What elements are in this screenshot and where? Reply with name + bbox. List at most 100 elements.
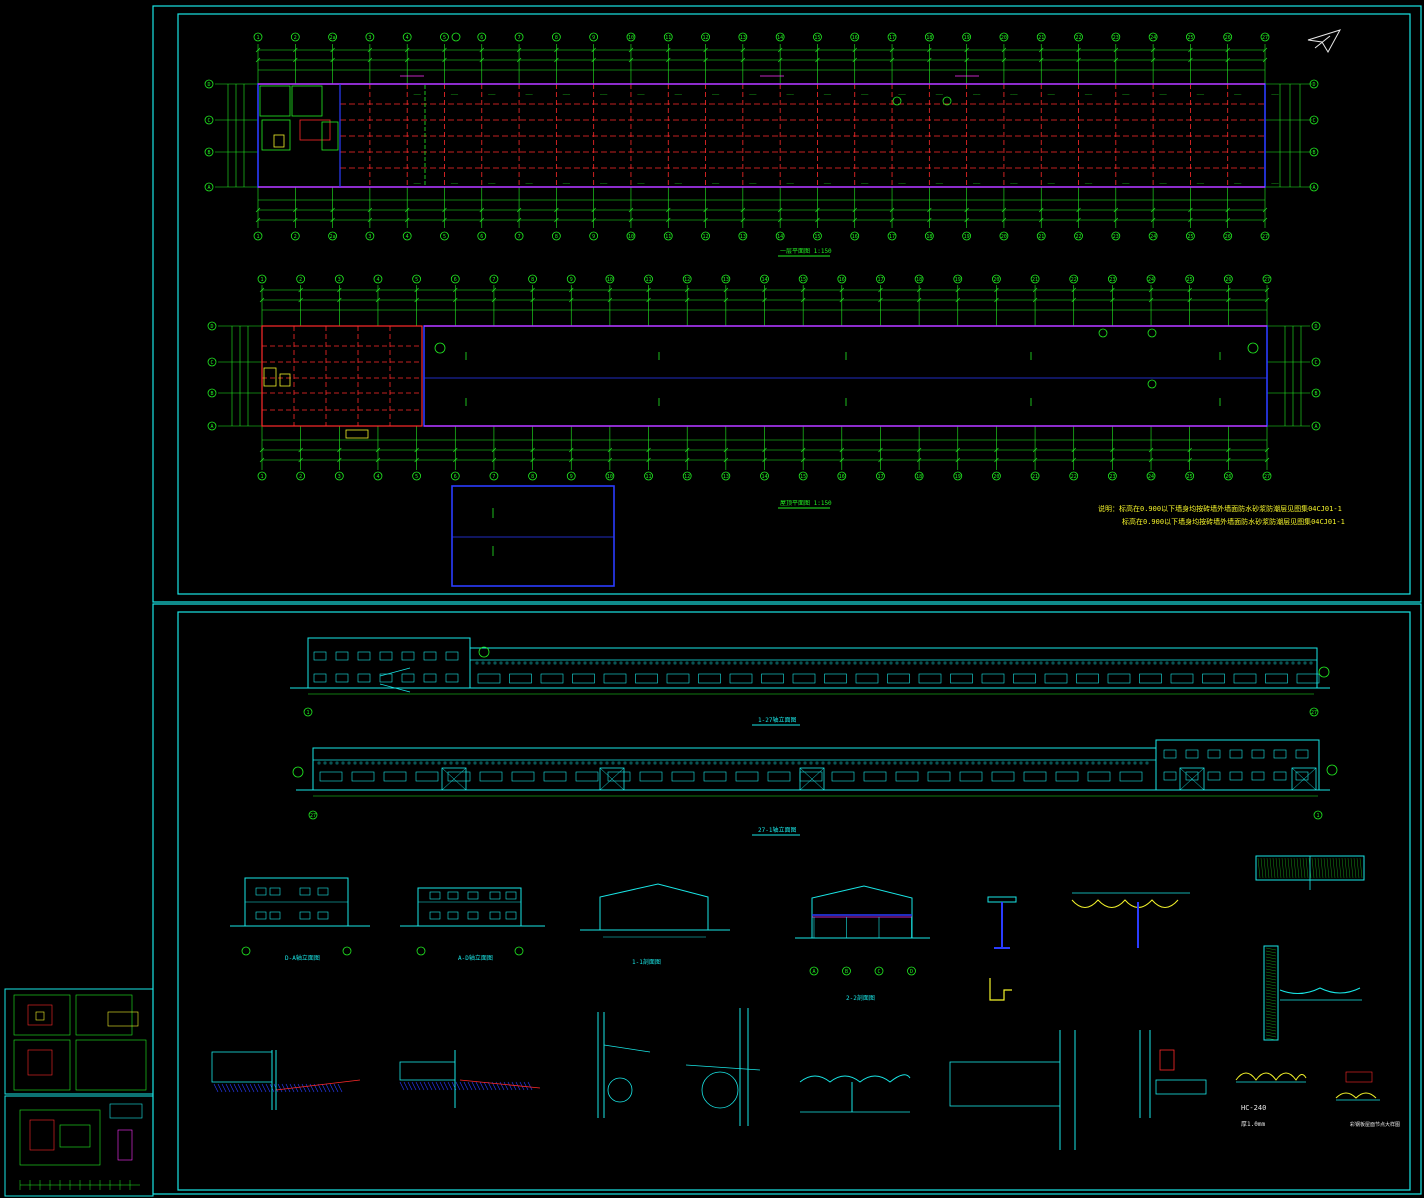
axis-bubble-bottom: 20 (993, 474, 999, 480)
panel-label: HC-240 (1241, 1104, 1266, 1112)
axis-bubble-top: 9 (592, 35, 595, 41)
axis-bubble-top: 16 (852, 35, 858, 41)
axis-bubble-bottom: 4 (376, 474, 379, 480)
window-tag-bottom: ——— (1048, 181, 1056, 186)
axis-bubble-bottom: 21 (1032, 474, 1038, 480)
axis-bubble-bottom: 24 (1148, 474, 1154, 480)
axis-bubble-top: 15 (814, 35, 820, 41)
detail-number: 6 (1014, 1131, 1018, 1138)
axis-bubble-bottom: 25 (1187, 234, 1193, 240)
detail-number: 7 (1163, 1131, 1167, 1138)
elev-27-1-title: 27-1轴立面图 (758, 826, 796, 834)
elev-axis-start: 1 (306, 710, 309, 716)
note-line-1: 说明：标高在0.900以下墙身均按砖墙外墙面防水砂浆防潮层见图集04CJ01-1 (1098, 504, 1342, 513)
section-22-title: 2-2剖面图 (846, 994, 875, 1002)
axis-bubble-top: 11 (665, 35, 671, 41)
window-tag-top: ——— (861, 92, 869, 97)
second-floor-title: 屋顶平面图 1:150 (780, 500, 832, 507)
axis-bubble-bottom: 17 (877, 474, 883, 480)
window-tag-bottom: ——— (563, 181, 571, 186)
axis-bubble-right: B (1312, 150, 1315, 156)
axis-bubble-bottom: 16 (839, 474, 845, 480)
axis-bubble-left: B (210, 391, 213, 397)
axis-bubble-bottom: 2 (294, 234, 297, 240)
window-tag-bottom: ——— (898, 181, 906, 186)
axis-bubble-top: 24 (1150, 35, 1156, 41)
axis-bubble-bottom: 16 (852, 234, 858, 240)
window-tag-bottom: ——— (488, 181, 496, 186)
roof-plan[interactable]: 1122334455667788991010111112121313141415… (207, 274, 1321, 587)
window-tag-bottom: ——— (1010, 181, 1018, 186)
axis-bubble-top: 5 (443, 35, 446, 41)
axis-bubble-top: 13 (740, 35, 746, 41)
axis-bubble-bottom: 27 (1264, 474, 1270, 480)
window-tag-bottom: ——— (749, 181, 757, 186)
section-da-title: D-A轴立面图 (285, 954, 320, 962)
window-tag-bottom: ——— (525, 181, 533, 186)
axis-bubble-left: D (210, 324, 213, 330)
axis-bubble-bottom: 21 (1038, 234, 1044, 240)
detail-number: 8 (1317, 909, 1321, 916)
window-tag-top: ——— (414, 92, 422, 97)
axis-bubble-top: 22 (1071, 277, 1077, 283)
axis-bubble-top: 5 (415, 277, 418, 283)
axis-bubble-top: 2 (294, 35, 297, 41)
axis-bubble-left: A (210, 424, 213, 430)
detail-number: 9 (1316, 1023, 1320, 1030)
section-ad-title: A-D轴立面图 (458, 954, 493, 962)
detail-number: 1 (252, 1131, 256, 1138)
axis-bubble-bottom: 8 (531, 474, 534, 480)
window-tag-top: ——— (749, 92, 757, 97)
axis-bubble-left: B (207, 150, 210, 156)
axis-bubble-top: 1 (260, 277, 263, 283)
axis-bubble-top: 3 (368, 35, 371, 41)
north-arrow-icon (1307, 29, 1342, 54)
axis-bubble-bottom: 1 (256, 234, 259, 240)
axis-bubble-top: 14 (761, 277, 767, 283)
axis-bubble-bottom: 11 (665, 234, 671, 240)
axis-bubble-top: 9 (570, 277, 573, 283)
window-tag-top: ——— (1159, 92, 1167, 97)
window-tag-top: ——— (1122, 92, 1130, 97)
axis-bubble-top: 13 (723, 277, 729, 283)
axis-bubble-bottom: 6 (480, 234, 483, 240)
axis-bubble-bottom: 27 (1262, 234, 1268, 240)
axis-bubble-bottom: 12 (703, 234, 709, 240)
window-tag-bottom: ——— (414, 181, 422, 186)
ground-floor-plan[interactable]: 11222a2a33445566778899101011111212131314… (204, 32, 1319, 241)
axis-bubble-top: 18 (916, 277, 922, 283)
window-tag-bottom: ——— (973, 181, 981, 186)
sheet-thumbnails[interactable] (13, 994, 147, 1190)
section-axis-bubble: C (877, 969, 880, 975)
axis-bubble-bottom: 10 (628, 234, 634, 240)
window-tag-bottom: ——— (824, 181, 832, 186)
window-tag-bottom: ——— (451, 181, 459, 186)
elev-1-27-title: 1-27轴立面图 (758, 716, 796, 724)
axis-bubble-bottom: 2a (330, 234, 336, 240)
window-tag-top: ——— (1048, 92, 1056, 97)
window-tag-bottom: ——— (1234, 181, 1242, 186)
axis-bubble-bottom: 9 (570, 474, 573, 480)
axis-bubble-bottom: 22 (1071, 474, 1077, 480)
axis-bubble-top: 25 (1187, 277, 1193, 283)
axis-bubble-top: 24 (1148, 277, 1154, 283)
axis-bubble-bottom: 18 (926, 234, 932, 240)
window-tag-bottom: ——— (861, 181, 869, 186)
axis-bubble-top: 4 (376, 277, 379, 283)
detail-number: 4 (720, 1131, 724, 1138)
axis-bubble-top: 26 (1225, 35, 1231, 41)
axis-bubble-top: 6 (480, 35, 483, 41)
window-tag-top: ——— (600, 92, 608, 97)
window-tag-bottom: ——— (1085, 181, 1093, 186)
window-tag-top: ——— (712, 92, 720, 97)
window-tag-bottom: ——— (1197, 181, 1205, 186)
axis-bubble-bottom: 19 (964, 234, 970, 240)
elev-axis-start: 1 (1316, 813, 1319, 819)
axis-bubble-top: 21 (1038, 35, 1044, 41)
axis-bubble-left: C (207, 118, 210, 124)
axis-bubble-top: 26 (1225, 277, 1231, 283)
axis-bubble-top: 18 (926, 35, 932, 41)
